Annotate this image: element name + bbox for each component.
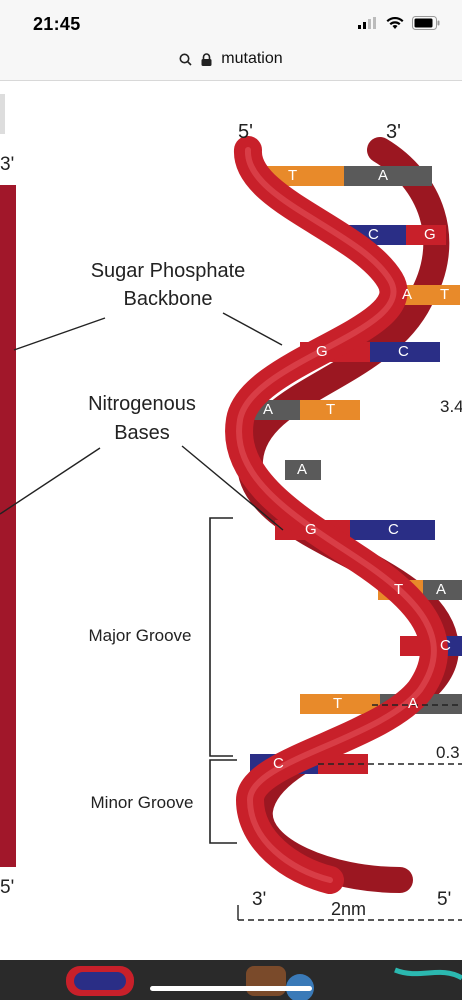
base-letter: G	[424, 226, 436, 243]
nitro-label-line-2: Bases	[114, 422, 170, 444]
base-letter: A	[378, 167, 389, 184]
dna-helix-illustration	[0, 94, 462, 921]
strand-3-prime-top: 3'	[386, 121, 401, 143]
nitro-label-line-1: Nitrogenous	[88, 393, 196, 415]
sugar-label-line-2: Backbone	[123, 288, 213, 310]
base-letter: A	[408, 695, 419, 712]
related-thumbnails	[0, 960, 462, 1000]
bottom-related-strip[interactable]	[0, 960, 462, 1000]
status-icons	[358, 16, 440, 30]
bottom-5-prime: 5'	[437, 889, 452, 910]
base-letter: A	[297, 461, 308, 478]
minor-groove-bracket	[209, 759, 237, 844]
url-text: mutation	[221, 50, 283, 67]
base-letter: A	[402, 286, 413, 303]
base-letter: G	[316, 343, 328, 360]
base-letter: A	[436, 581, 447, 598]
pitch-label-cut: 3.4	[440, 397, 462, 416]
base-letter: T	[326, 401, 336, 418]
home-indicator[interactable]	[150, 986, 312, 991]
base-letter: T	[394, 581, 404, 598]
major-groove-label: Major Groove	[88, 626, 192, 645]
base-letter: C	[368, 226, 379, 243]
status-bar: 21:45	[0, 0, 462, 44]
sugar-label-line-1: Sugar Phosphate	[90, 260, 246, 282]
sugar-phosphate-label: Sugar Phosphate Backbone	[52, 257, 284, 313]
status-time: 21:45	[33, 14, 81, 34]
strand-5-prime-top: 5'	[238, 121, 253, 143]
backbone-highlight	[236, 147, 437, 883]
lock-icon	[201, 52, 212, 66]
base-letter: T	[440, 286, 450, 303]
width-2nm-label: 2nm	[331, 899, 367, 919]
left-edge-card	[0, 94, 5, 134]
left-strand-bar	[0, 185, 16, 867]
base-letter: T	[333, 695, 343, 712]
left-5-prime: 5'	[0, 877, 15, 898]
bottom-3-prime: 3'	[252, 889, 267, 910]
dna-diagram: T A C G A T G C A T A G C T A C T A C 5'…	[0, 81, 462, 961]
signal-icon	[358, 17, 376, 29]
nitrogenous-bases-label: Nitrogenous Bases	[56, 390, 228, 448]
rise-label-cut: 0.3	[436, 743, 460, 762]
battery-icon	[412, 16, 440, 30]
url-display[interactable]: mutation	[0, 50, 462, 68]
wifi-icon	[386, 16, 404, 29]
base-letter: C	[440, 637, 451, 654]
base-letter: C	[388, 521, 399, 538]
base-letter: C	[273, 755, 284, 772]
left-3-prime: 3'	[0, 154, 15, 175]
search-icon	[179, 53, 192, 66]
base-letter: C	[398, 343, 409, 360]
base-letter: T	[288, 167, 298, 184]
minor-groove-label: Minor Groove	[90, 793, 194, 812]
address-bar[interactable]: mutation	[0, 44, 462, 81]
base-letter: G	[305, 521, 317, 538]
base-letter: A	[263, 401, 274, 418]
major-groove-bracket	[209, 517, 233, 757]
